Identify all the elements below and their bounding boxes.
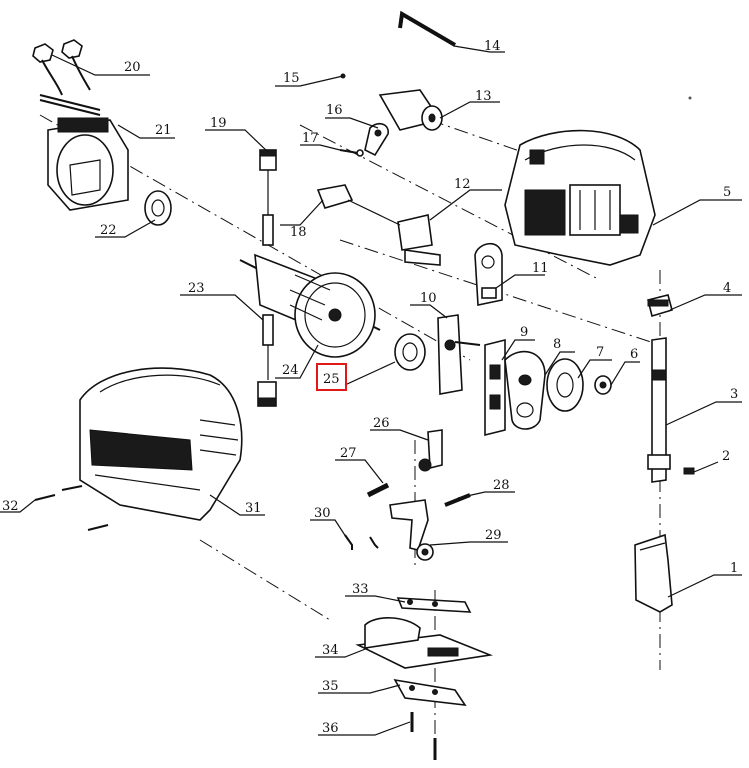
callout-4: 4	[723, 281, 731, 296]
part-31-housing	[79, 367, 243, 521]
part-2-screw	[683, 467, 695, 475]
leader-lines	[0, 45, 742, 736]
part-9-guide-plate	[484, 338, 506, 437]
callout-1: 1	[730, 561, 738, 576]
part-33-base-clamp	[396, 597, 472, 613]
part-27-pin	[366, 482, 390, 498]
part-24-armature	[239, 253, 381, 358]
callout-6: 6	[630, 347, 638, 362]
speck-mark	[688, 96, 692, 100]
part-7-gear	[546, 358, 584, 412]
part-30-clips	[344, 534, 379, 550]
part-23-brush-holder-lower	[257, 314, 277, 407]
callout-15: 15	[283, 71, 300, 86]
callout-26: 26	[373, 416, 390, 431]
callout-14: 14	[484, 39, 501, 54]
callout-16: 16	[326, 103, 343, 118]
callout-9: 9	[520, 325, 528, 340]
callout-36: 36	[322, 721, 339, 736]
part-1-blade-guard	[634, 533, 673, 613]
callout-18: 18	[290, 225, 307, 240]
part-19-brush-holder-upper	[259, 149, 277, 246]
part-25-highlight-box	[316, 363, 347, 391]
callout-34: 34	[322, 643, 339, 658]
part-11-guide-block	[474, 242, 503, 306]
callout-17: 17	[302, 131, 319, 146]
callout-8: 8	[553, 337, 561, 352]
part-12-switch	[397, 214, 441, 266]
part-26-support-block	[418, 429, 443, 472]
part-36-screws	[410, 712, 437, 760]
part-21-field-coil	[39, 94, 129, 211]
callout-10: 10	[420, 291, 437, 306]
callout-31: 31	[245, 501, 262, 516]
callout-25: 25	[323, 372, 340, 387]
callout-33: 33	[352, 582, 369, 597]
part-35-base-cover	[393, 678, 467, 706]
callout-21: 21	[155, 123, 172, 138]
callout-24: 24	[282, 363, 299, 378]
callout-28: 28	[493, 478, 510, 493]
part-10-gear-plate	[437, 314, 481, 395]
part-14-hex-key	[398, 10, 457, 47]
part-25-bearing	[394, 333, 426, 371]
part-22-bearing	[144, 190, 172, 226]
part-6-bushing	[594, 375, 612, 395]
callout-7: 7	[596, 345, 604, 360]
callout-23: 23	[188, 281, 205, 296]
part-34-base-plate	[355, 617, 494, 669]
part-29-roller-guide	[389, 499, 434, 561]
callout-3: 3	[730, 387, 738, 402]
callout-5: 5	[723, 185, 731, 200]
part-5-rear-housing	[504, 129, 656, 266]
part-4-plunger-cap	[647, 294, 673, 318]
callout-32: 32	[2, 499, 19, 514]
callout-20: 20	[124, 60, 141, 75]
callout-2: 2	[722, 449, 730, 464]
callout-11: 11	[532, 261, 549, 276]
callout-13: 13	[475, 89, 492, 104]
callout-27: 27	[340, 446, 357, 461]
part-17-screw	[339, 149, 364, 157]
part-32-screws	[34, 485, 109, 531]
callout-19: 19	[210, 116, 227, 131]
part-13-spindle	[378, 89, 443, 131]
part-16-fan-bracket	[364, 122, 389, 157]
callout-29: 29	[485, 528, 502, 543]
callout-30: 30	[314, 506, 331, 521]
part-8-cam	[504, 350, 546, 430]
callout-35: 35	[322, 679, 339, 694]
callout-22: 22	[100, 223, 117, 238]
part-3-plunger	[647, 337, 671, 483]
part-20-wire-connectors	[32, 39, 91, 96]
callout-labels: 1 2 3 4 5 6 7 8 9 10 11 12 13 14 15 16 1…	[2, 39, 738, 736]
part-18-capacitor	[316, 184, 401, 226]
callout-12: 12	[454, 177, 471, 192]
